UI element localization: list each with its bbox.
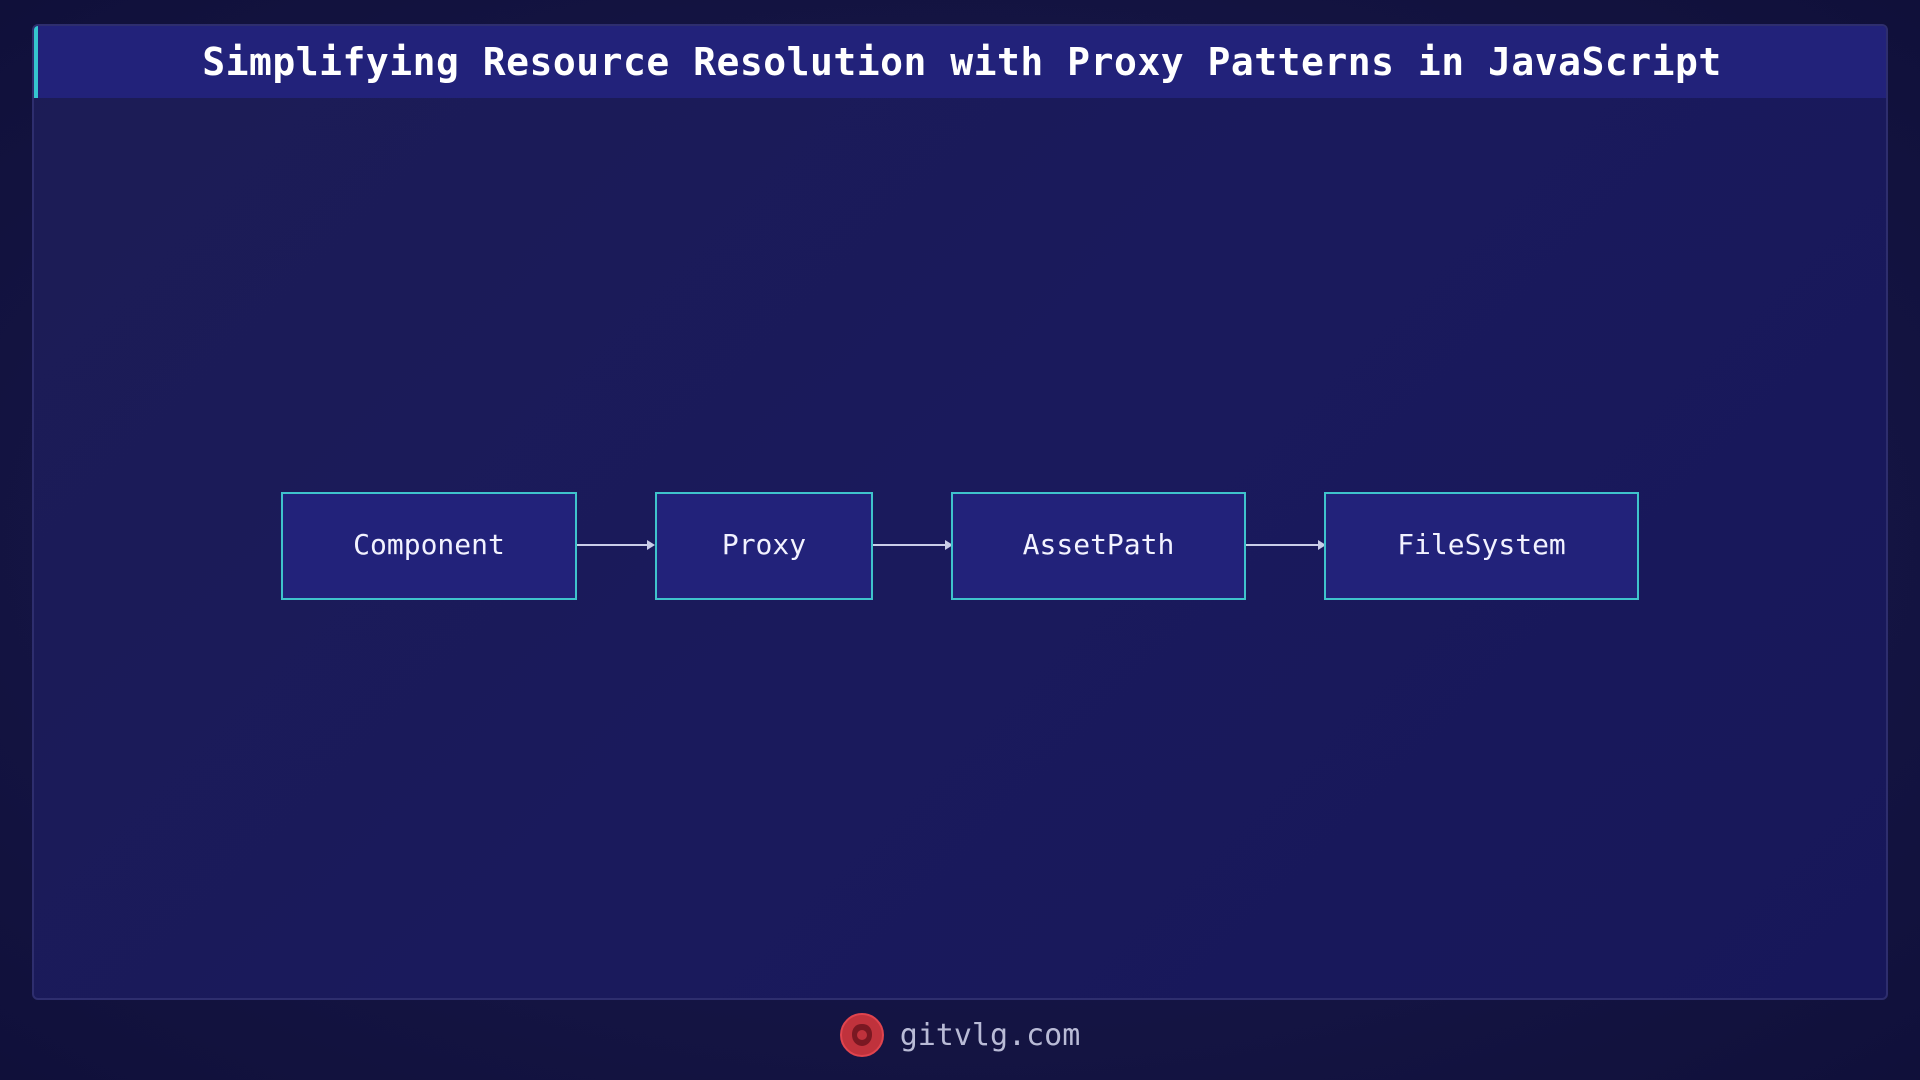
page-title: Simplifying Resource Resolution with Pro… — [202, 40, 1722, 84]
node-proxy-label: Proxy — [721, 527, 807, 561]
node-assetpath: AssetPath — [951, 492, 1246, 600]
node-component: Component — [281, 492, 577, 600]
node-assetpath-label: AssetPath — [1022, 527, 1175, 561]
arrow-proxy-to-assetpath — [873, 540, 953, 550]
footer: gitvlg.com — [0, 1010, 1920, 1060]
node-component-label: Component — [353, 527, 505, 561]
site-domain[interactable]: gitvlg.com — [899, 1017, 1081, 1053]
arrow-assetpath-to-filesystem — [1246, 540, 1326, 550]
title-bar: Simplifying Resource Resolution with Pro… — [34, 26, 1886, 98]
node-filesystem-label: FileSystem — [1397, 527, 1566, 561]
lion-head-icon — [839, 1013, 884, 1057]
node-proxy: Proxy — [655, 492, 873, 600]
arrow-component-to-proxy — [577, 540, 655, 550]
node-filesystem: FileSystem — [1324, 492, 1639, 600]
